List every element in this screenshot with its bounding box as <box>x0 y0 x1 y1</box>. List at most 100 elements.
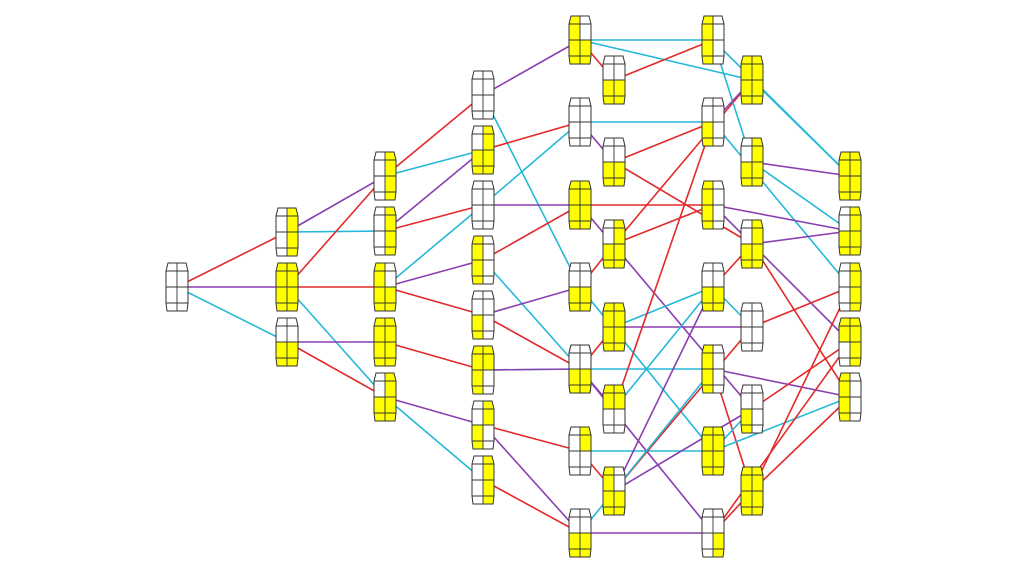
state-node <box>838 262 862 312</box>
node-outline <box>740 219 764 269</box>
node-outline <box>701 97 725 147</box>
state-node <box>740 466 764 516</box>
node-cell-ur <box>483 346 494 370</box>
edge-red <box>613 121 714 410</box>
edge-cyan <box>613 286 714 410</box>
node-cell-ur <box>614 220 625 244</box>
node-outline <box>838 206 862 256</box>
node-cell-ur <box>614 303 625 327</box>
node-cell-ul <box>839 373 850 397</box>
node-outline <box>471 290 495 340</box>
node-cell-ur <box>580 427 591 451</box>
node-cell-lr <box>614 244 625 268</box>
node-cell-ur <box>752 56 763 80</box>
node-outline <box>740 55 764 105</box>
node-cell-ur <box>614 385 625 409</box>
state-node <box>602 302 626 352</box>
state-node <box>568 15 592 65</box>
edge-cyan <box>482 259 581 370</box>
node-cell-lr <box>385 287 396 311</box>
edge-purple <box>384 396 484 426</box>
node-cell-ll <box>741 162 752 186</box>
edge-purple <box>384 259 484 288</box>
node-outline <box>701 508 725 558</box>
node-layer <box>165 15 862 558</box>
edge-purple <box>751 161 851 177</box>
node-cell-ul <box>603 303 614 327</box>
node-cell-ll <box>603 327 614 351</box>
node-cell-ll <box>741 80 752 104</box>
edge-purple <box>712 204 851 232</box>
node-cell-ur <box>850 318 861 342</box>
edge-cyan <box>712 121 851 288</box>
node-cell-ur <box>752 467 763 491</box>
node-cell-ul <box>741 467 752 491</box>
node-cell-ll <box>839 176 850 200</box>
node-cell-ll <box>569 533 580 557</box>
node-outline <box>568 180 592 230</box>
node-cell-ll <box>374 287 385 311</box>
node-cell-ul <box>603 385 614 409</box>
node-outline <box>740 466 764 516</box>
node-outline <box>740 302 764 352</box>
node-cell-ur <box>483 126 494 150</box>
edge-red <box>286 341 386 398</box>
node-cell-ul <box>374 263 385 287</box>
node-cell-lr <box>713 451 724 475</box>
node-cell-ur <box>850 263 861 287</box>
state-node <box>740 137 764 187</box>
node-cell-lr <box>580 40 591 64</box>
edge-red <box>751 286 851 328</box>
state-node <box>838 372 862 422</box>
node-cell-ul <box>276 263 287 287</box>
node-outline <box>471 70 495 120</box>
edge-cyan <box>482 94 581 288</box>
edge-red <box>613 39 714 81</box>
node-cell-ll <box>839 397 850 421</box>
node-cell-ll <box>276 287 287 311</box>
state-node <box>838 317 862 367</box>
state-node <box>568 344 592 394</box>
node-cell-ll <box>472 150 483 174</box>
node-cell-ur <box>483 456 494 480</box>
node-cell-ul <box>839 152 850 176</box>
node-cell-ur <box>752 138 763 162</box>
node-outline <box>602 466 626 516</box>
edge-purple <box>482 39 581 96</box>
node-cell-ul <box>603 467 614 491</box>
node-cell-ul <box>839 318 850 342</box>
edge-purple <box>482 286 581 316</box>
node-outline <box>701 344 725 394</box>
state-node <box>568 262 592 312</box>
state-node <box>275 262 299 312</box>
node-cell-ur <box>385 318 396 342</box>
node-outline <box>701 180 725 230</box>
node-cell-lr <box>752 244 763 268</box>
edge-purple <box>712 204 851 343</box>
edge-layer <box>176 39 851 534</box>
node-cell-ur <box>850 152 861 176</box>
state-node <box>701 344 725 394</box>
node-cell-ll <box>374 342 385 366</box>
edge-red <box>482 314 581 370</box>
state-node <box>373 262 397 312</box>
state-node <box>701 262 725 312</box>
node-outline <box>701 15 725 65</box>
node-cell-lr <box>752 491 763 515</box>
edge-red <box>712 341 851 534</box>
node-outline <box>471 345 495 395</box>
state-node <box>568 426 592 476</box>
node-cell-ur <box>385 207 396 231</box>
node-outline <box>838 372 862 422</box>
node-cell-ur <box>850 207 861 231</box>
node-outline <box>838 317 862 367</box>
node-cell-ll <box>374 397 385 421</box>
edge-cyan <box>751 161 851 232</box>
node-cell-ul <box>702 345 713 369</box>
edge-red <box>482 424 581 452</box>
node-cell-ul <box>472 346 483 370</box>
node-cell-ll <box>603 491 614 515</box>
node-outline <box>838 151 862 201</box>
state-node <box>373 206 397 256</box>
node-cell-lr <box>752 162 763 186</box>
